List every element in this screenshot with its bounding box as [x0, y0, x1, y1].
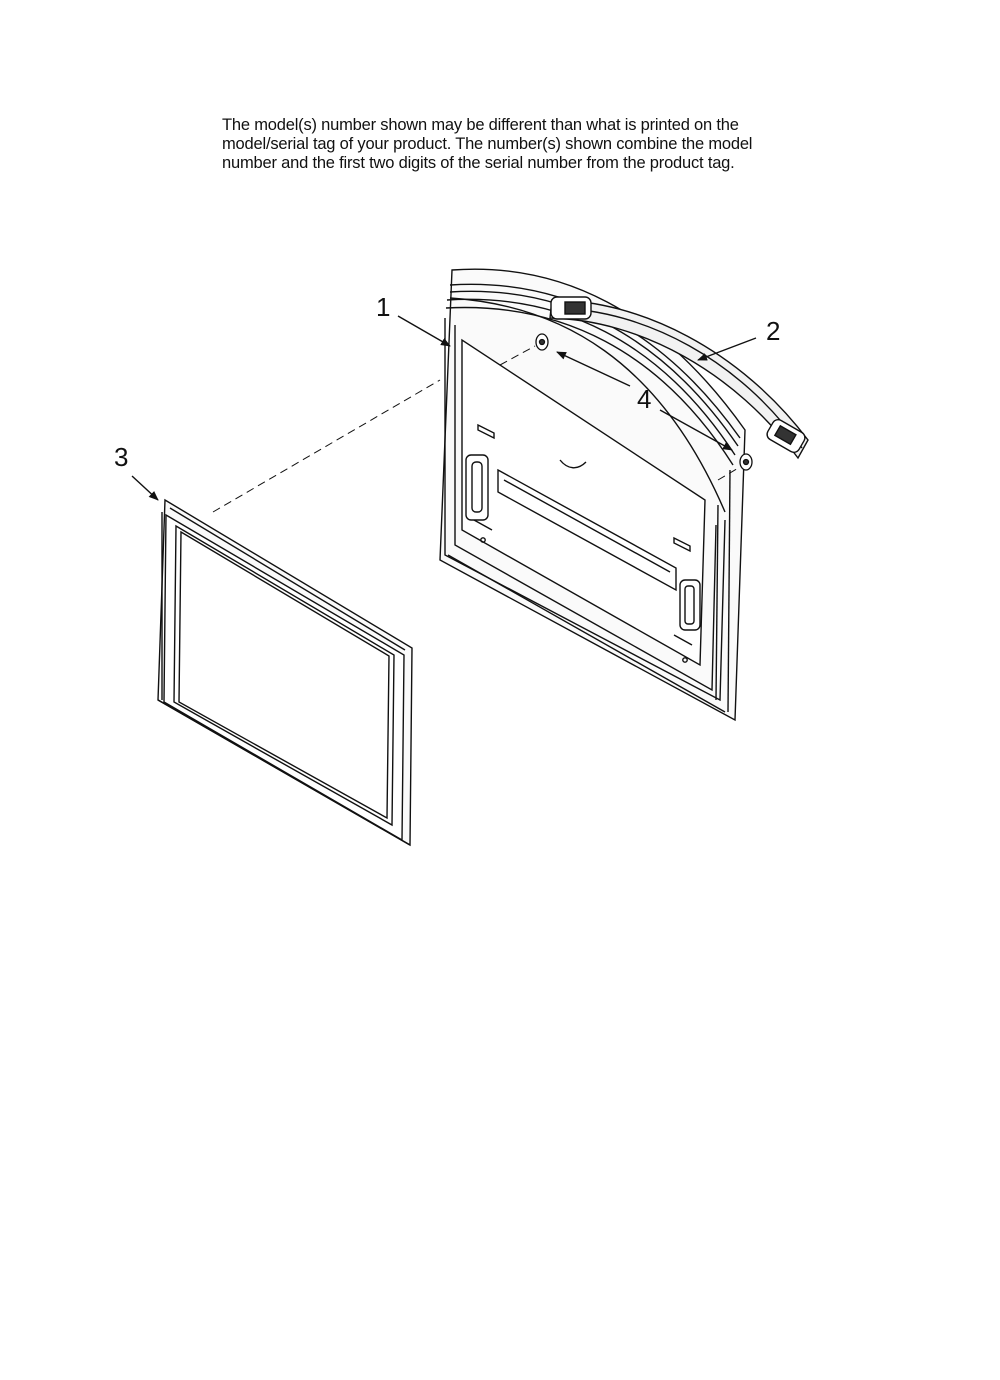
- door-handle: [549, 296, 809, 460]
- handle-screws: [535, 333, 753, 471]
- note-line-2: model/serial tag of your product. The nu…: [222, 135, 753, 153]
- leader-lines: [131, 315, 757, 501]
- callout-2: 2: [766, 316, 780, 346]
- alignment-lines: [212, 345, 741, 513]
- callout-1: 1: [376, 292, 390, 322]
- note-line-1: The model(s) number shown may be differe…: [222, 116, 739, 134]
- freezer-door-panel: [439, 268, 746, 722]
- note-line-3: number and the first two digits of the s…: [222, 154, 735, 172]
- callout-4: 4: [637, 384, 651, 414]
- door-gasket: [157, 498, 413, 847]
- model-number-note: The model(s) number shown may be differe…: [222, 116, 822, 173]
- callout-3: 3: [114, 442, 128, 472]
